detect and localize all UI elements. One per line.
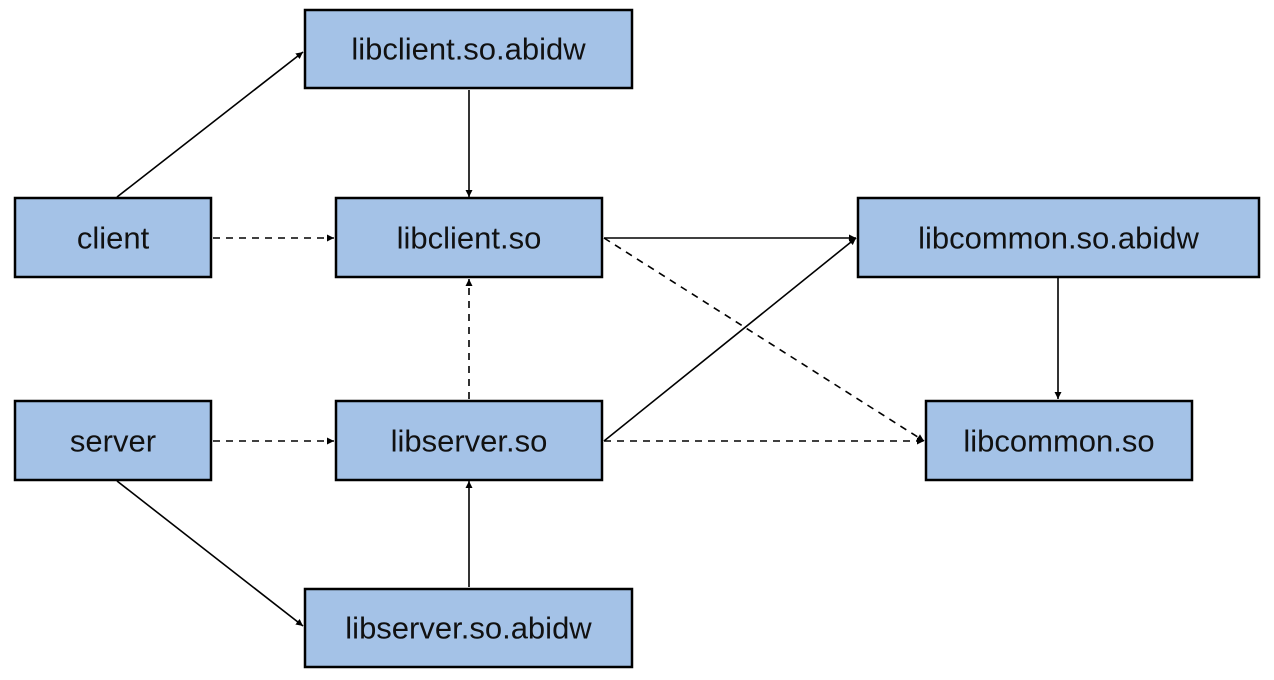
edge-server-to-libserver-abidw — [116, 480, 304, 627]
node-libserver-so: libserver.so — [334, 399, 604, 482]
node-label-libserver-so: libserver.so — [391, 424, 548, 459]
node-label-server: server — [70, 424, 156, 459]
edge-client-to-libclient-abidw — [116, 51, 304, 198]
node-libclient-so: libclient.so — [334, 196, 604, 279]
edge-libclient-so-to-libcommon-so — [603, 237, 925, 442]
node-label-libclient-abidw: libclient.so.abidw — [351, 32, 586, 67]
node-client: client — [13, 196, 213, 279]
node-label-libcommon-abidw: libcommon.so.abidw — [918, 221, 1199, 256]
node-server: server — [13, 399, 213, 482]
node-label-libclient-so: libclient.so — [397, 221, 542, 256]
node-label-libserver-abidw: libserver.so.abidw — [345, 611, 592, 646]
node-libserver-abidw: libserver.so.abidw — [303, 587, 634, 669]
node-libcommon-abidw: libcommon.so.abidw — [856, 196, 1261, 279]
node-label-client: client — [77, 221, 150, 256]
node-label-libcommon-so: libcommon.so — [963, 424, 1154, 459]
node-libclient-abidw: libclient.so.abidw — [303, 8, 634, 90]
node-libcommon-so: libcommon.so — [924, 399, 1194, 482]
edge-libserver-so-to-libcommon-abidw — [603, 237, 857, 442]
